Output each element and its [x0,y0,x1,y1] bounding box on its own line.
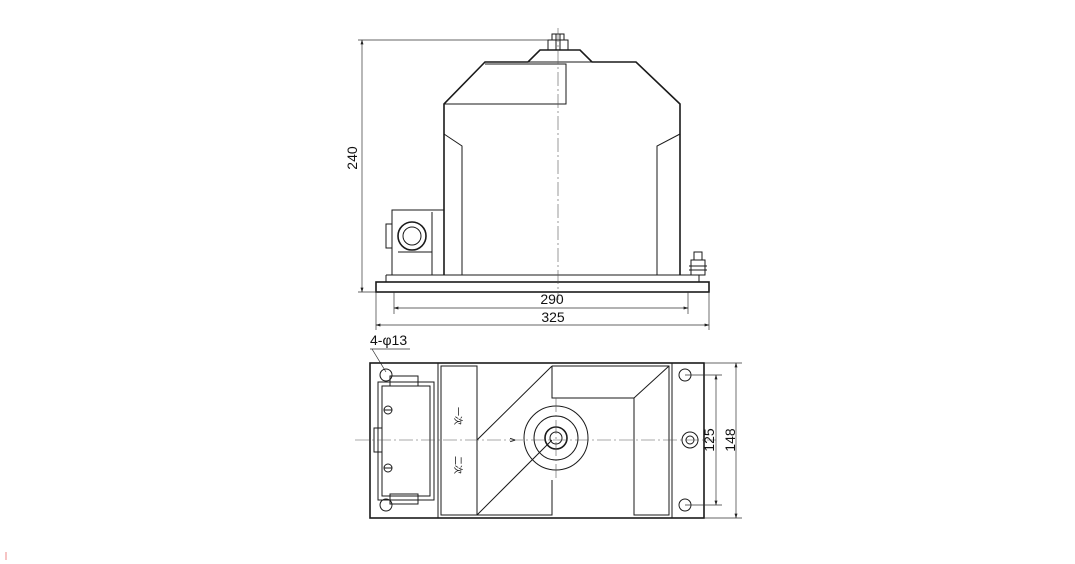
outer-spacing-label: 148 [722,428,738,452]
secondary-terminal-box [385,209,445,276]
ground-bolt [689,251,707,276]
outer-width-dimension-label: 325 [541,309,565,325]
nameplate-strip [440,365,478,516]
hole-callout-label: 4-φ13 [370,332,407,348]
plate-mark-bottom: 二次 [453,456,464,474]
plan-view: 4-φ13 一次 二次 [355,332,742,519]
housing-footprint [437,362,673,519]
terminal-box-plan [373,375,435,505]
base-plate [375,281,710,293]
housing-outline [443,49,681,275]
inner-spacing-label: 125 [701,428,717,452]
mount-hole [379,368,393,382]
plate-mark-top: 一次 [453,407,464,425]
front-view: 240 290 325 [344,28,710,330]
height-dimension-label: 240 [344,146,360,170]
mount-hole [379,498,393,512]
inner-width-dimension-label: 290 [540,291,564,307]
